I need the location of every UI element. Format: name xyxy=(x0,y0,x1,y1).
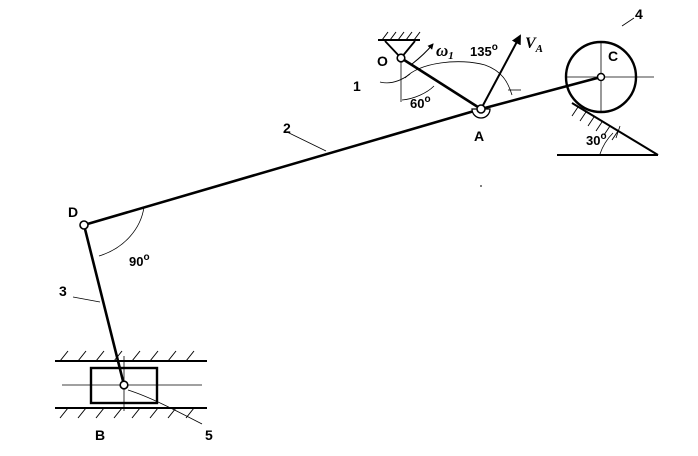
label-velocity: VA xyxy=(525,35,543,55)
label-link-5: 5 xyxy=(205,427,213,443)
label-point-o: O xyxy=(377,53,388,69)
label-angle-30: 30o xyxy=(586,131,607,148)
link-1 xyxy=(400,56,482,111)
label-link-2: 2 xyxy=(283,120,291,136)
link-3 xyxy=(82,224,126,386)
label-angle-90: 90o xyxy=(129,252,150,269)
label-point-b: B xyxy=(95,427,105,443)
label-link-4: 4 xyxy=(635,6,643,22)
label-point-c: C xyxy=(608,48,618,64)
label-angle-135: 135o xyxy=(470,42,498,59)
label-angle-60: 60o xyxy=(410,94,431,111)
omega-arrow xyxy=(411,43,434,65)
slider-5 xyxy=(89,366,159,405)
label-link-1: 1 xyxy=(353,78,361,94)
label-link-3: 3 xyxy=(59,283,67,299)
joint-d xyxy=(79,220,89,230)
incline-30 xyxy=(557,102,659,156)
velocity-arrow xyxy=(480,34,521,110)
leader-line-1 xyxy=(379,73,411,84)
leader-line-5 xyxy=(127,389,203,425)
label-point-d: D xyxy=(68,204,78,220)
joint-a xyxy=(471,104,491,119)
disk-4 xyxy=(564,17,654,114)
leader-line-2 xyxy=(286,131,327,152)
label-omega: ω1 xyxy=(436,41,454,62)
angle-arc-90 xyxy=(98,206,145,257)
slider-guides xyxy=(55,350,207,419)
joint-o xyxy=(396,53,406,63)
joint-b xyxy=(119,380,129,390)
angle-arc-60 xyxy=(401,85,435,101)
link-2 xyxy=(83,107,482,227)
angle-arc-135 xyxy=(404,61,513,96)
link-ac xyxy=(480,75,602,111)
label-point-a: A xyxy=(474,128,484,144)
leader-line-3 xyxy=(72,296,101,303)
